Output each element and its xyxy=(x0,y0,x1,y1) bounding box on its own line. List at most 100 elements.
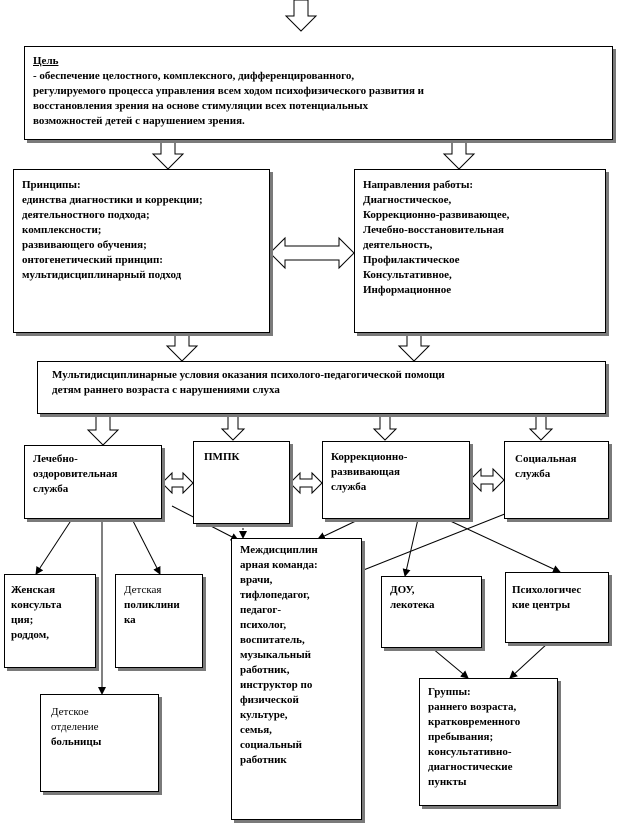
conditions-to-medical-arrow xyxy=(86,413,120,446)
team-member: культуре, xyxy=(240,709,288,721)
medical-service-line: служба xyxy=(33,483,69,495)
principles-item: единства диагностики и коррекции; xyxy=(22,194,203,206)
hospital-department-line: больницы xyxy=(51,736,102,748)
dou-lekoteka-box: ДОУ, лекотека xyxy=(381,576,482,648)
directions-item: Информационное xyxy=(363,284,452,296)
groups-item: кратковременного xyxy=(428,716,521,728)
goal-box: Цель - обеспечение целостного, комплексно… xyxy=(24,46,613,140)
social-service-line: Социальная xyxy=(515,453,577,465)
pmpk-correction-double-arrow xyxy=(289,471,323,495)
team-member: педагог- xyxy=(240,604,282,616)
directions-title: Направления работы: xyxy=(363,179,474,191)
dou-lekoteka-line: ДОУ, xyxy=(390,584,415,596)
groups-box: Группы: раннего возраста, кратковременно… xyxy=(419,678,558,806)
correction-social-double-arrow xyxy=(469,467,505,493)
correction-to-psych-line xyxy=(445,518,561,573)
groups-item: пребывания; xyxy=(428,731,494,743)
conditions-to-pmpk-arrow xyxy=(220,413,246,441)
hospital-department-line: Детское xyxy=(51,706,89,718)
team-member: врачи, xyxy=(240,574,273,586)
conditions-to-correction-arrow xyxy=(372,413,398,441)
conditions-to-social-arrow xyxy=(528,413,554,441)
correction-to-dou-line xyxy=(402,518,419,577)
goal-line: восстановления зрения на основе стимуляц… xyxy=(33,100,369,112)
groups-title: Группы: xyxy=(428,686,471,698)
conditions-line: Мультидисциплинарные условия оказания пс… xyxy=(52,369,445,381)
psychological-centers-line: Психологичес xyxy=(512,584,582,596)
womens-consultation-box: Женская консульта ция; роддом, xyxy=(4,574,96,668)
directions-item: Коррекционно-развивающее, xyxy=(363,209,510,221)
hospital-department-box: Детское отделение больницы xyxy=(40,694,159,792)
principles-item: онтогенетический принцип: xyxy=(22,254,163,266)
team-member: социальный xyxy=(240,739,302,751)
pmpk-box: ПМПК xyxy=(193,441,290,524)
psychological-centers-box: Психологичес кие центры xyxy=(505,572,609,643)
team-member: семья, xyxy=(240,724,272,736)
directions-item: деятельность, xyxy=(363,239,433,251)
groups-item: диагностические xyxy=(428,761,513,773)
team-member: работник, xyxy=(240,664,290,676)
principles-box: Принципы: единства диагностики и коррекц… xyxy=(13,169,270,333)
principles-title: Принципы: xyxy=(22,179,81,191)
goal-label: Цель xyxy=(33,55,59,67)
principles-item: комплексности; xyxy=(22,224,102,236)
womens-consultation-line: консульта xyxy=(11,599,62,611)
childrens-clinic-line: Детская xyxy=(124,584,162,596)
directions-item: Лечебно-восстановительная xyxy=(363,224,504,236)
directions-to-conditions-arrow xyxy=(397,332,431,362)
childrens-clinic-line: поликлини xyxy=(124,599,180,611)
directions-item: Консультативное, xyxy=(363,269,452,281)
medical-service-line: Лечебно- xyxy=(33,453,78,465)
medical-to-consult-line xyxy=(35,518,73,575)
principles-to-conditions-arrow xyxy=(165,332,199,362)
goal-text: - обеспечение целостного, комплексного, … xyxy=(33,70,355,82)
social-service-line: служба xyxy=(515,468,551,480)
childrens-clinic-line: ка xyxy=(124,614,136,626)
team-member: воспитатель, xyxy=(240,634,305,646)
correction-service-line: служба xyxy=(331,481,367,493)
top-block-arrow xyxy=(284,0,318,32)
goal-line: возможностей детей с нарушением зрения. xyxy=(33,115,245,127)
goal-to-directions-arrow xyxy=(442,139,476,170)
goal-line: регулируемого процесса управления всем х… xyxy=(33,85,424,97)
social-service-box: Социальная служба xyxy=(504,441,609,519)
psychological-centers-line: кие центры xyxy=(512,599,571,611)
directions-item: Диагностическое, xyxy=(363,194,452,206)
womens-consultation-line: ция; xyxy=(11,614,34,626)
pmpk-label: ПМПК xyxy=(204,451,240,463)
groups-item: пункты xyxy=(428,776,467,788)
womens-consultation-line: Женская xyxy=(11,584,56,596)
medical-to-clinic-line xyxy=(131,518,161,575)
correction-service-line: Коррекционно- xyxy=(331,451,408,463)
team-member: тифлопедагог, xyxy=(240,589,310,601)
childrens-clinic-box: Детская поликлини ка xyxy=(115,574,203,668)
principles-item: деятельностного подхода; xyxy=(22,209,150,221)
team-member: психолог, xyxy=(240,619,287,631)
groups-item: раннего возраста, xyxy=(428,701,517,713)
principles-directions-double-arrow xyxy=(269,236,355,270)
team-title-line: арная команда: xyxy=(240,559,318,571)
correction-service-line: развивающая xyxy=(331,466,400,478)
womens-consultation-line: роддом, xyxy=(11,629,49,641)
medical-pmpk-double-arrow xyxy=(161,471,194,495)
psych-to-groups-line xyxy=(509,642,549,679)
team-member: физической xyxy=(240,694,299,706)
directions-item: Профилактическое xyxy=(363,254,460,266)
team-member: музыкальный xyxy=(240,649,312,661)
hospital-department-line: отделение xyxy=(51,721,99,733)
team-member: инструктор по xyxy=(240,679,313,691)
correction-service-box: Коррекционно- развивающая служба xyxy=(322,441,470,519)
team-member: работник xyxy=(240,754,287,766)
principles-item: развивающего обучения; xyxy=(22,239,147,251)
conditions-line: детям раннего возраста с нарушениями слу… xyxy=(52,384,280,396)
medical-service-box: Лечебно- оздоровительная служба xyxy=(24,445,162,519)
interdisciplinary-team-box: Междисциплин арная команда: врачи, тифло… xyxy=(231,538,362,820)
conditions-box: Мультидисциплинарные условия оказания пс… xyxy=(37,361,606,414)
groups-item: консультативно- xyxy=(428,746,512,758)
principles-item: мультидисциплинарный подход xyxy=(22,269,182,281)
dou-lekoteka-line: лекотека xyxy=(390,599,435,611)
medical-service-line: оздоровительная xyxy=(33,468,118,480)
social-to-team-line xyxy=(355,503,531,575)
goal-to-principles-arrow xyxy=(151,139,185,170)
